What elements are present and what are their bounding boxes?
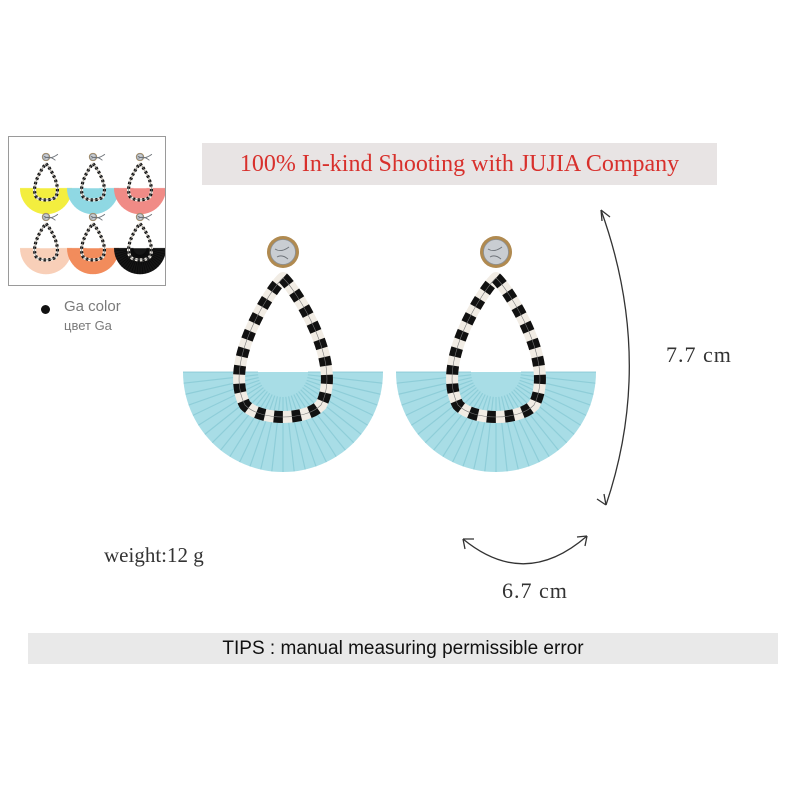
earring-left-stone-stud	[270, 239, 296, 265]
earring-left	[183, 236, 383, 472]
weight-label: weight:12 g	[104, 543, 204, 567]
variant-5-striped-hoop	[127, 222, 153, 262]
earring-left-striped-hoop	[233, 272, 333, 423]
yellow-tassel-earring-icon	[20, 152, 72, 215]
black-tassel-earring-icon	[114, 212, 166, 275]
variant-0-striped-hoop	[33, 162, 59, 202]
variant-4-striped-hoop	[80, 222, 106, 262]
variant-2-striped-hoop	[127, 162, 153, 202]
color-variants-thumbnail[interactable]	[8, 136, 166, 286]
peach-tassel-earring-icon	[20, 212, 72, 275]
multicolor-tassel-earring-icon	[67, 212, 119, 275]
width-arrow-icon	[462, 535, 588, 565]
earring-right	[396, 236, 596, 472]
variant-3-striped-hoop	[33, 222, 59, 262]
height-measurement: 7.7 cm	[666, 342, 732, 367]
tips-bar: TIPS : manual measuring permissible erro…	[28, 633, 778, 664]
height-arrow-icon	[596, 209, 630, 506]
width-measurement: 6.7 cm	[502, 578, 568, 603]
earring-right-striped-hoop	[446, 272, 546, 423]
color-label-ru: цвет Ga	[64, 318, 112, 333]
color-label: Ga color	[64, 298, 121, 315]
pink-tassel-earring-icon	[114, 152, 166, 215]
promo-banner: 100% In-kind Shooting with JUJIA Company	[202, 143, 717, 185]
variant-1-striped-hoop	[80, 162, 106, 202]
variant-5-tassel-fan	[114, 247, 166, 275]
color-bullet-icon	[41, 305, 50, 314]
variants-grid	[20, 152, 166, 275]
earring-right-stone-stud	[483, 239, 509, 265]
